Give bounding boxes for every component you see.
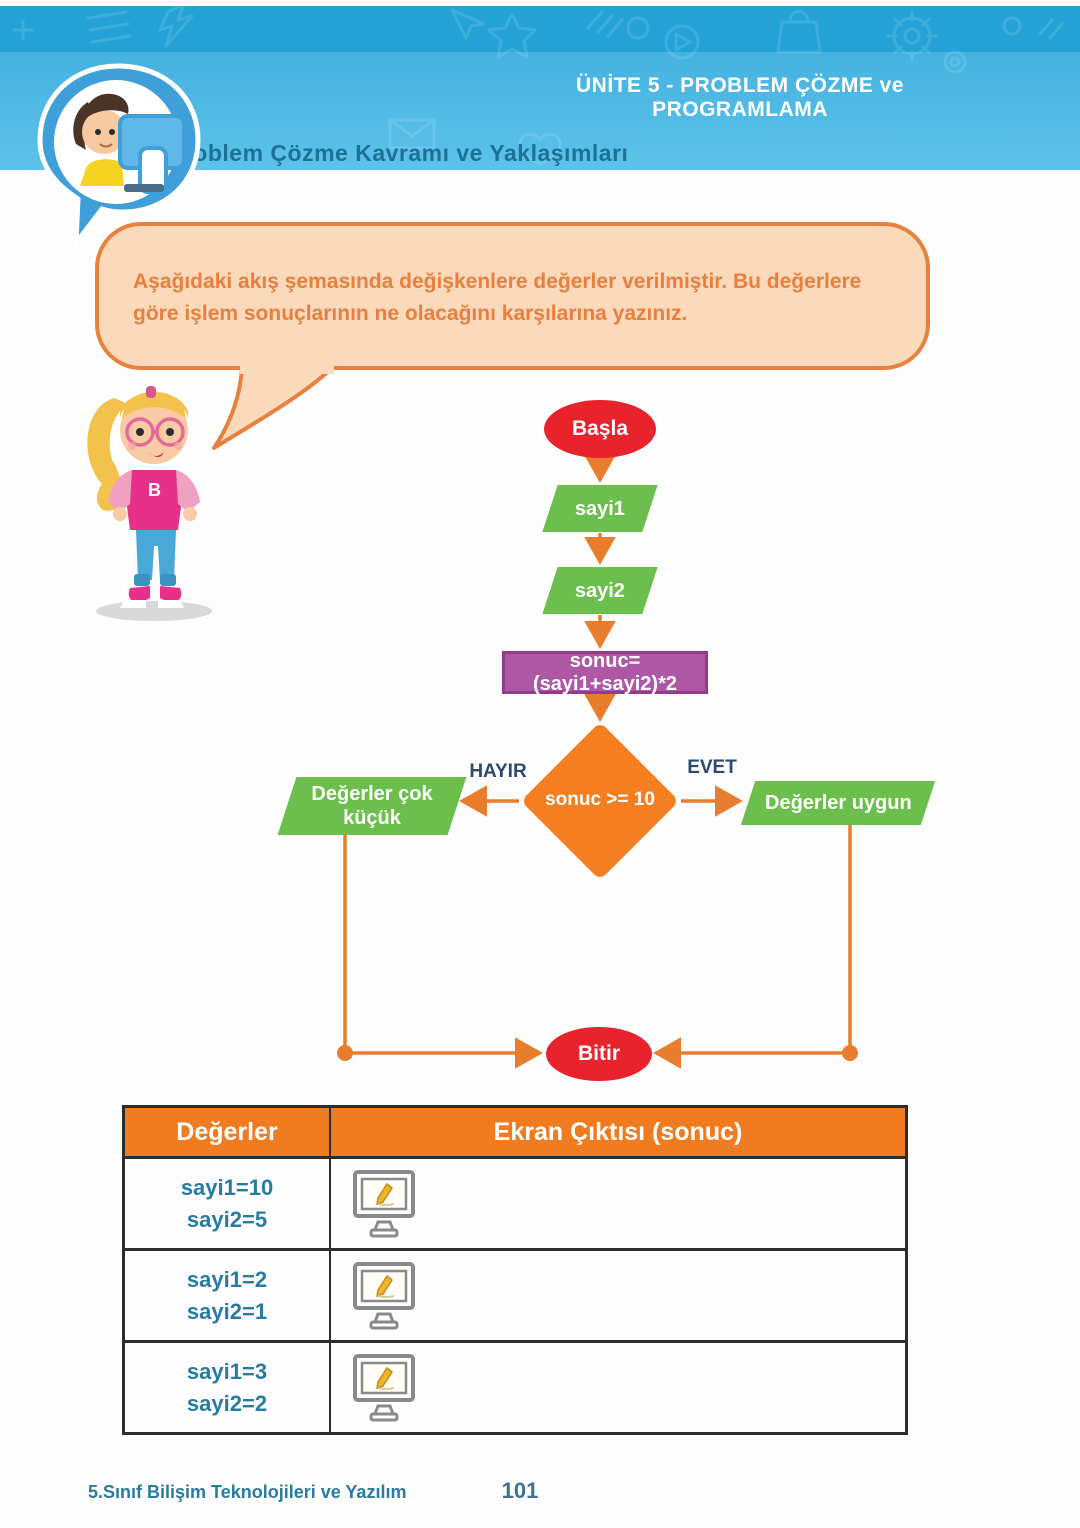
answer-table: Değerler Ekran Çıktısı (sonuc) sayi1=10 … xyxy=(122,1105,908,1435)
svg-text:B: B xyxy=(148,480,161,500)
table-header-output: Ekran Çıktısı (sonuc) xyxy=(493,1117,743,1146)
monitor-pencil-icon xyxy=(353,1169,415,1237)
table-header-row: Değerler Ekran Çıktısı (sonuc) xyxy=(125,1108,905,1156)
yes-result-label: Değerler uygun xyxy=(764,792,912,814)
table-row: sayi1=10 sayi2=5 xyxy=(125,1156,905,1248)
output-cell xyxy=(331,1251,905,1340)
value-sayi1: sayi1=3 xyxy=(186,1358,268,1384)
footer-page-number: 101 xyxy=(501,1478,539,1503)
section-title: Problem Çözme Kavramı ve Yaklaşımları xyxy=(168,140,629,166)
process-label: sonuc=(sayi1+sayi2)*2 xyxy=(532,649,677,695)
flowchart-start-node: Başla xyxy=(544,400,656,458)
flowchart-end-node: Bitir xyxy=(546,1027,652,1081)
flowchart-process-node: sonuc=(sayi1+sayi2)*2 xyxy=(502,649,708,695)
values-cell: sayi1=3 sayi2=2 xyxy=(125,1343,331,1432)
branch-yes-label: EVET xyxy=(687,757,737,778)
flowchart-yes-result-node: Değerler uygun xyxy=(740,781,936,825)
value-sayi2: sayi2=1 xyxy=(186,1298,268,1324)
branch-no-label: HAYIR xyxy=(469,761,527,782)
flowchart-input1-node: sayi1 xyxy=(542,485,658,532)
monitor-pencil-icon xyxy=(353,1261,415,1329)
output-cell xyxy=(331,1159,905,1248)
monitor-graphic xyxy=(118,114,186,194)
monitor-pencil-icon xyxy=(353,1353,415,1421)
value-sayi1: sayi1=2 xyxy=(186,1266,268,1292)
input1-label: sayi1 xyxy=(574,497,626,520)
value-sayi2: sayi2=5 xyxy=(186,1206,268,1232)
footer-book-title: 5.Sınıf Bilişim Teknolojileri ve Yazılım xyxy=(88,1482,407,1502)
unit-title: ÜNİTE 5 - PROBLEM ÇÖZME ve PROGRAMLAMA xyxy=(575,74,905,121)
bubble-tail xyxy=(212,362,334,450)
values-cell: sayi1=10 sayi2=5 xyxy=(125,1159,331,1248)
instruction-bubble: Aşağıdaki akış şemasında değişkenlere de… xyxy=(95,222,930,370)
header-top-strip xyxy=(0,6,1080,52)
table-row: sayi1=3 sayi2=2 xyxy=(125,1340,905,1432)
instruction-text: Aşağıdaki akış şemasında değişkenlere de… xyxy=(133,270,862,325)
boy-avatar-illustration xyxy=(37,63,201,251)
boy-figure xyxy=(73,93,129,186)
girl-character-illustration: B xyxy=(87,386,212,621)
values-cell: sayi1=2 sayi2=1 xyxy=(125,1251,331,1340)
flowchart-input2-node: sayi2 xyxy=(542,567,658,614)
output-cell xyxy=(331,1343,905,1432)
start-label: Başla xyxy=(571,417,629,440)
value-sayi1: sayi1=10 xyxy=(180,1174,274,1200)
flowchart-no-result-node: Değerler çok küçük xyxy=(277,777,467,835)
decision-label: sonuc >= 10 xyxy=(545,789,655,810)
table-header-values: Değerler xyxy=(125,1108,331,1156)
value-sayi2: sayi2=2 xyxy=(186,1390,268,1416)
end-label: Bitir xyxy=(578,1042,620,1065)
input2-label: sayi2 xyxy=(574,579,626,602)
table-row: sayi1=2 sayi2=1 xyxy=(125,1248,905,1340)
no-result-label: Değerler çok küçük xyxy=(311,783,433,829)
